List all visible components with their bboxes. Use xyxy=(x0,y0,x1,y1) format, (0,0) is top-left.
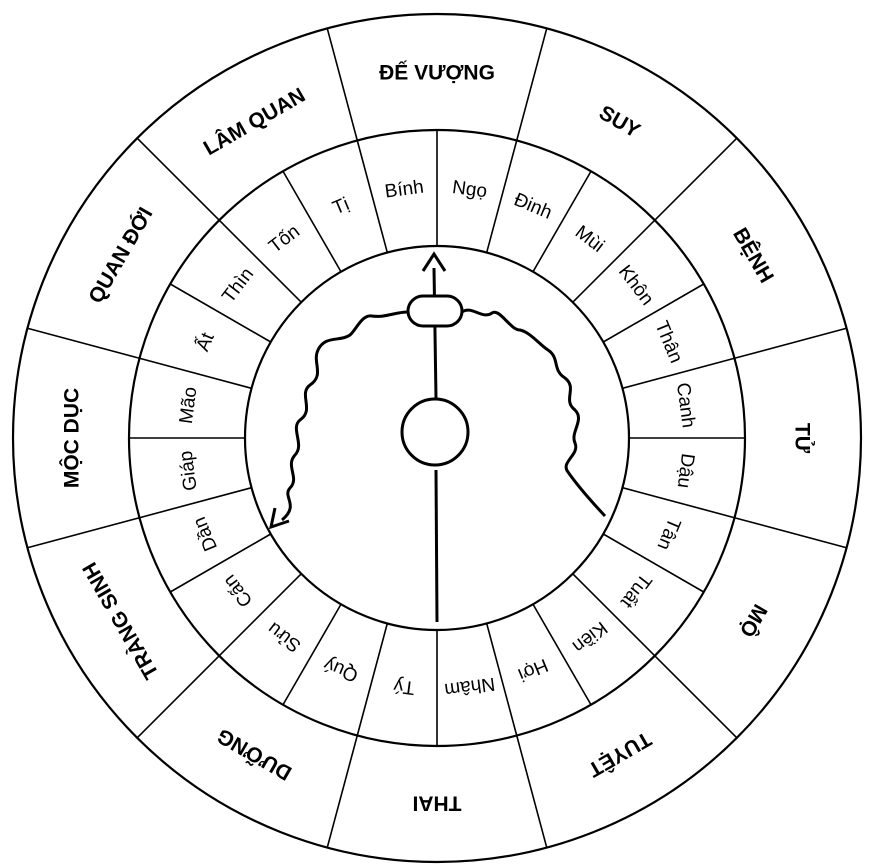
inner-divider xyxy=(139,486,252,519)
direction-label-tuat: Tuất xyxy=(616,569,656,612)
direction-label-dau: Dậu xyxy=(673,452,698,489)
direction-label-quy: Quý xyxy=(321,653,362,686)
inner-divider xyxy=(356,623,389,736)
inner-divider xyxy=(169,283,272,343)
outer-divider xyxy=(27,516,140,549)
stage-label-duong: DƯỠNG xyxy=(213,724,296,786)
inner-ring-dividers xyxy=(129,130,745,746)
direction-label-hoi: Hợi xyxy=(515,654,551,685)
direction-label-binh: Bính xyxy=(384,177,426,203)
left-arrow-icon xyxy=(268,507,290,530)
stage-label-suy: SUY xyxy=(595,101,644,143)
center-hub xyxy=(400,397,470,467)
inner-divider xyxy=(532,603,592,706)
direction-label-giap: Giáp xyxy=(176,449,202,492)
wavy-path-left xyxy=(280,310,409,522)
outer-divider xyxy=(654,137,738,221)
outer-divider xyxy=(515,28,548,141)
stage-label-mo: MỘ xyxy=(735,600,773,641)
inner-divider xyxy=(532,170,592,273)
outer-divider xyxy=(326,28,359,141)
outer-divider xyxy=(326,735,359,848)
stage-label-tu: TỬ xyxy=(790,423,814,454)
north-arrow-icon xyxy=(421,251,447,272)
inner-divider xyxy=(139,357,252,390)
direction-label-suu: Sửu xyxy=(264,617,305,656)
outer-divider xyxy=(515,735,548,848)
inner-divider xyxy=(218,219,302,303)
stage-label-trang-sinh: TRÀNG SINH xyxy=(78,558,163,683)
inner-divider xyxy=(572,219,656,303)
stage-label-moc-duc: MỘC DỤC xyxy=(60,388,84,488)
inner-divider xyxy=(485,623,518,736)
outer-divider xyxy=(734,327,847,360)
direction-label-ton: Tốn xyxy=(265,221,304,258)
inner-divider xyxy=(602,283,705,343)
inner-divider xyxy=(572,573,656,657)
direction-label-dan: Dần xyxy=(189,514,222,554)
direction-label-tan: Tân xyxy=(652,515,684,553)
inner-divider xyxy=(622,486,735,519)
outer-divider xyxy=(734,516,847,549)
pointer-shaft-upper xyxy=(432,267,438,399)
direction-label-thin: Thìn xyxy=(218,264,258,307)
inner-divider xyxy=(282,170,342,273)
outer-divider xyxy=(27,327,140,360)
direction-label-khon: Khôn xyxy=(614,262,658,310)
outer-circle xyxy=(11,12,863,864)
pointer-shaft-lower xyxy=(434,469,439,623)
direction-label-nham: Nhâm xyxy=(443,673,496,700)
direction-label-dinh: Đinh xyxy=(511,189,555,223)
stage-label-tuyet: TUYỆT xyxy=(584,727,656,782)
direction-label-ngo: Ngọ xyxy=(451,177,488,202)
direction-label-ty: Tý xyxy=(392,674,416,698)
direction-label-kien: Kiền xyxy=(568,617,611,657)
direction-label-than: Thân xyxy=(650,318,686,366)
stage-label-benh: BỆNH xyxy=(728,224,779,288)
outer-ring-dividers xyxy=(27,28,847,848)
wavy-path-right xyxy=(461,308,607,518)
inner-divider xyxy=(218,573,302,657)
outer-divider xyxy=(136,655,220,739)
inner-divider xyxy=(602,533,705,593)
direction-label-mao: Mão xyxy=(176,386,202,425)
direction-label-at: Ất xyxy=(192,329,219,355)
direction-label-ti: Tị xyxy=(330,194,353,219)
inner-divider xyxy=(485,140,518,253)
stage-label-quan-doi: QUAN ĐỚI xyxy=(83,203,157,307)
inner-divider xyxy=(282,603,342,706)
direction-label-canh: Canh xyxy=(672,381,699,429)
outer-divider xyxy=(654,655,738,739)
center-pointer xyxy=(400,251,470,623)
pointer-oval xyxy=(406,294,464,328)
inner-divider xyxy=(356,140,389,253)
inner-divider xyxy=(169,533,272,593)
outer-divider xyxy=(136,137,220,221)
stage-label-de-vuong: ĐẾ VƯỢNG xyxy=(379,62,495,85)
inner-divider xyxy=(622,357,735,390)
stage-label-thai: THAI xyxy=(413,791,462,814)
direction-label-can: Cấn xyxy=(219,570,257,610)
stage-label-lam-quan: LÂM QUAN xyxy=(199,83,309,160)
direction-label-mui: Mùi xyxy=(571,222,608,257)
